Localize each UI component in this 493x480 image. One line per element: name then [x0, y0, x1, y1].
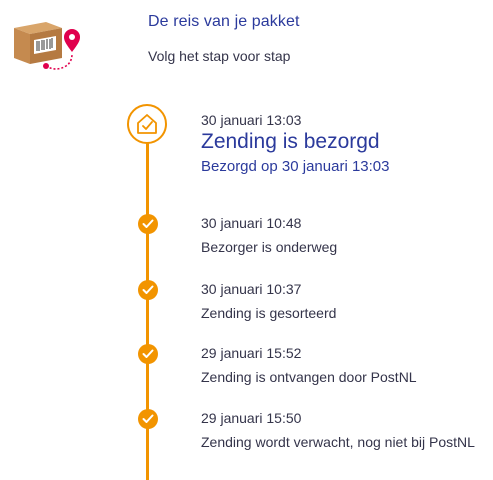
- event-date: 30 januari 10:48: [201, 215, 302, 231]
- timeline-line: [146, 140, 149, 480]
- page-title: De reis van je pakket: [148, 13, 300, 30]
- check-icon: [142, 414, 154, 423]
- event-description: Zending is ontvangen door PostNL: [201, 369, 417, 385]
- event-date: 30 januari 10:37: [201, 281, 302, 297]
- event-description: Zending wordt verwacht, nog niet bij Pos…: [201, 434, 475, 450]
- event-check-marker: [138, 280, 158, 300]
- check-icon: [142, 285, 154, 294]
- current-status-detail: Bezorgd op 30 januari 13:03: [201, 158, 390, 175]
- current-status-date: 30 januari 13:03: [201, 112, 302, 128]
- event-check-marker: [138, 409, 158, 429]
- tracking-timeline: 30 januari 13:03 Zending is bezorgd Bezo…: [0, 90, 493, 480]
- event-date: 29 januari 15:52: [201, 345, 302, 361]
- event-description: Bezorger is onderweg: [201, 239, 338, 255]
- event-check-marker: [138, 214, 158, 234]
- current-status-title: Zending is bezorgd: [201, 130, 380, 153]
- event-description: Zending is gesorteerd: [201, 305, 337, 321]
- page-subtitle: Volg het stap voor stap: [148, 48, 291, 64]
- check-icon: [142, 219, 154, 228]
- delivered-status-marker: [127, 104, 167, 144]
- house-check-icon: [137, 114, 157, 134]
- event-check-marker: [138, 344, 158, 364]
- parcel-route-illustration: [6, 14, 86, 80]
- event-date: 29 januari 15:50: [201, 410, 302, 426]
- check-icon: [142, 349, 154, 358]
- tracking-header: De reis van je pakket Volg het stap voor…: [0, 0, 493, 90]
